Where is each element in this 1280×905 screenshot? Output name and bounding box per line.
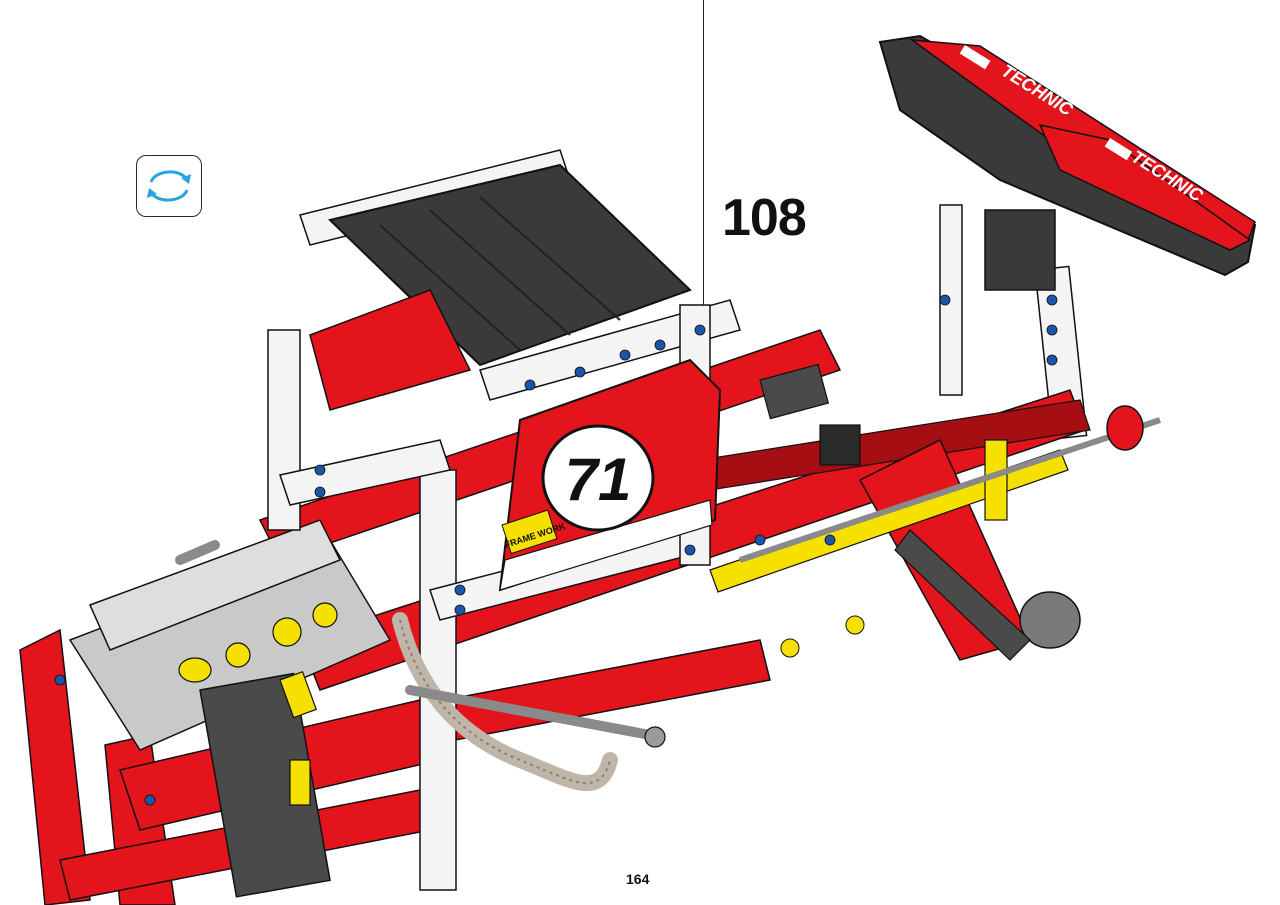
connector-pins (54, 294, 1058, 806)
wing-badge (959, 45, 991, 70)
page-divider-line (703, 0, 704, 330)
wing-badge-2 (1104, 137, 1133, 161)
engine-block (68, 519, 392, 898)
step-number: 108 (722, 189, 807, 247)
rotate-model-icon (147, 170, 191, 202)
decal-number: 71 (565, 446, 632, 513)
flex-hose (392, 612, 618, 792)
page-number: 164 (626, 871, 650, 887)
rear-wing: TECHNIC TECHNIC (878, 34, 1257, 440)
rotate-model-icon-box (136, 155, 202, 217)
axles (175, 363, 865, 806)
side-decal-panel: 71 FRAME WORK (498, 358, 722, 592)
roof-panel (309, 163, 692, 411)
rear-axle (709, 405, 1161, 661)
